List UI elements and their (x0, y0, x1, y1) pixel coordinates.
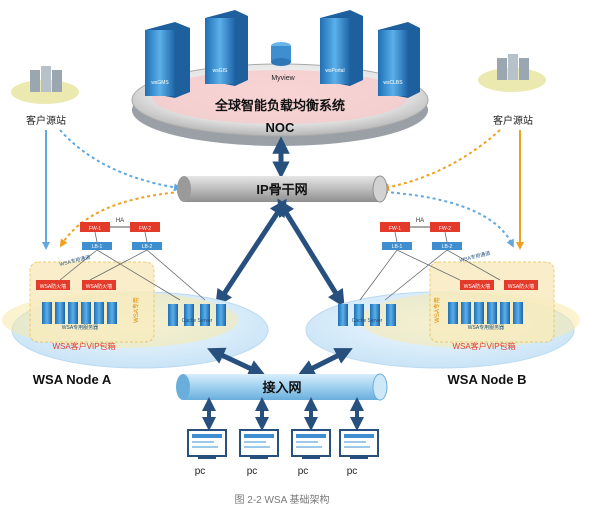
backbone-node-b-arrow (277, 198, 345, 308)
lb-2-label: LB-2 (442, 244, 453, 250)
ha-label: HA (116, 218, 124, 224)
backbone-node-a-arrow (215, 198, 287, 308)
pc-label: pc (298, 466, 309, 477)
lb-1-label: LB-1 (392, 244, 403, 250)
pc-label: pc (347, 466, 358, 477)
noc-server-1: wsGMS (145, 22, 190, 98)
server-label: wsGMS (151, 80, 169, 86)
customer-site-right: 客户源站 (478, 54, 546, 127)
lb-1-label: LB-1 (92, 244, 103, 250)
dedicated-server-label: WSA专用服务器 (468, 324, 504, 331)
noc-label: NOC (266, 120, 296, 135)
noc-server-4: wsCLBS (378, 22, 420, 98)
dashed-link-right-site (381, 129, 501, 192)
pc-1: pc (187, 429, 227, 477)
access-network-pipe: 接入网 (176, 373, 388, 401)
vip-label: WSA客户VIP包箱 (52, 341, 115, 351)
customer-site-label: 客户源站 (26, 114, 66, 127)
fw-2-label: FW-2 (439, 226, 451, 232)
access-network-label: 接入网 (262, 380, 301, 395)
side-label: WSA专用 (433, 297, 441, 323)
fw-1-label: FW-1 (389, 226, 401, 232)
dashed-link-left-site (59, 129, 182, 192)
dashed-link-backbone-a (59, 191, 181, 248)
noc-storage: Myview (271, 42, 296, 82)
storage-label: Myview (271, 75, 295, 82)
dedicated-server-label: WSA专用服务器 (62, 324, 98, 331)
node-b-access-arrow (297, 348, 353, 376)
wsa-fw-label: WSA防火墙 (40, 283, 66, 290)
wsa-node-a: FW-1 FW-2 HA LB-1 LB-2 WSA专用通道 WSA防火墙 WS… (2, 218, 269, 369)
ip-backbone-label: IP骨干网 (256, 182, 307, 197)
node-b-title: WSA Node B (448, 372, 527, 387)
node-a-access-arrow (207, 347, 266, 377)
pc-label: pc (195, 466, 206, 477)
wsa-fw-label: WSA防火墙 (86, 283, 112, 290)
node-a-title: WSA Node A (33, 372, 112, 387)
wsa-fw-label: WSA防火墙 (464, 283, 490, 290)
noc-server-3: wsPortal (320, 10, 363, 86)
pc-2: pc (239, 429, 279, 477)
wsa-fw-label: WSA防火墙 (508, 283, 534, 290)
pc-label: pc (247, 466, 258, 477)
pc-4: pc (339, 429, 379, 477)
ip-backbone-pipe: IP骨干网 (177, 175, 388, 203)
cache-server-label: Cache Server (352, 318, 383, 324)
fw-1-label: FW-1 (89, 226, 101, 232)
customer-site-left: 客户源站 (11, 66, 79, 127)
server-label: wsPortal (325, 68, 344, 74)
vip-label: WSA客户VIP包箱 (452, 341, 515, 351)
dashed-link-backbone-b (384, 191, 514, 248)
server-label: wsCLBS (383, 80, 403, 86)
ha-label: HA (416, 218, 424, 224)
lb-2-label: LB-2 (142, 244, 153, 250)
server-label: wsGIS (213, 68, 228, 74)
fw-2-label: FW-2 (139, 226, 151, 232)
noc-server-2: wsGIS (205, 10, 248, 86)
figure-caption: 图 2-2 WSA 基础架构 (234, 493, 329, 506)
pc-3: pc (291, 429, 331, 477)
cache-server-label: Cache Server (182, 318, 213, 324)
noc-system-label: 全球智能负载均衡系统 (214, 98, 345, 113)
side-label: WSA专用 (132, 297, 140, 323)
customer-site-label: 客户源站 (493, 114, 533, 127)
wsa-node-b: FW-1 FW-2 HA LB-1 LB-2 WSA专用通道 WSA防火墙 WS… (305, 218, 580, 369)
